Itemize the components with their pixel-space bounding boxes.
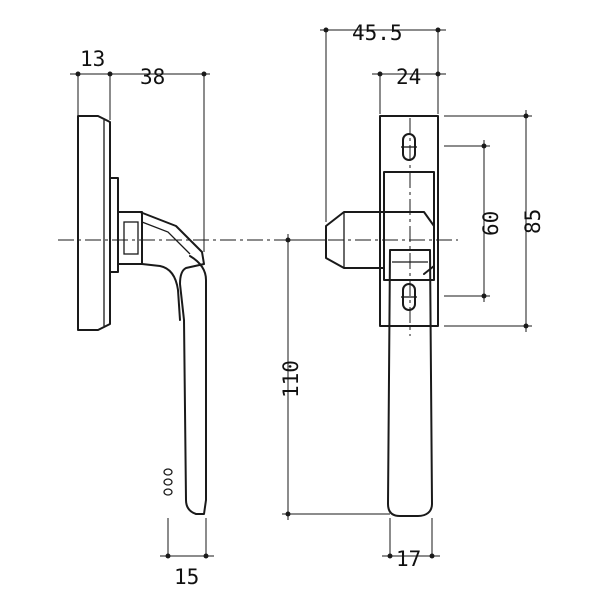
dimension-labels: 13 38 15 45.5 24 17 60 85 110 [80, 21, 545, 589]
side-handle-front-edge [141, 263, 181, 321]
side-handle-inner-curve [141, 221, 191, 255]
dim-label-110: 110 [279, 360, 303, 398]
front-handle-top [383, 211, 435, 275]
dim-label-38: 38 [140, 65, 165, 89]
side-rosette-plate [77, 115, 111, 331]
dim-label-13: 13 [80, 47, 105, 71]
dim-label-85: 85 [521, 209, 545, 234]
dim-label-45-5: 45.5 [352, 21, 403, 45]
front-cover-body [383, 171, 435, 281]
front-handle-lever [387, 249, 433, 517]
side-spindle-collar [109, 177, 119, 273]
dimension-lines [70, 27, 532, 559]
front-back-plate [379, 115, 439, 327]
side-spindle-inner [123, 221, 139, 255]
side-lock-cylinder [163, 468, 173, 496]
dim-label-15: 15 [174, 565, 199, 589]
dim-label-60: 60 [479, 211, 503, 236]
dim-label-17: 17 [396, 547, 421, 571]
center-lines [58, 118, 458, 336]
side-view [77, 115, 207, 515]
front-view [325, 115, 439, 517]
side-handle-head [117, 211, 207, 515]
front-spindle-boss [325, 211, 385, 269]
dim-label-24: 24 [396, 65, 421, 89]
